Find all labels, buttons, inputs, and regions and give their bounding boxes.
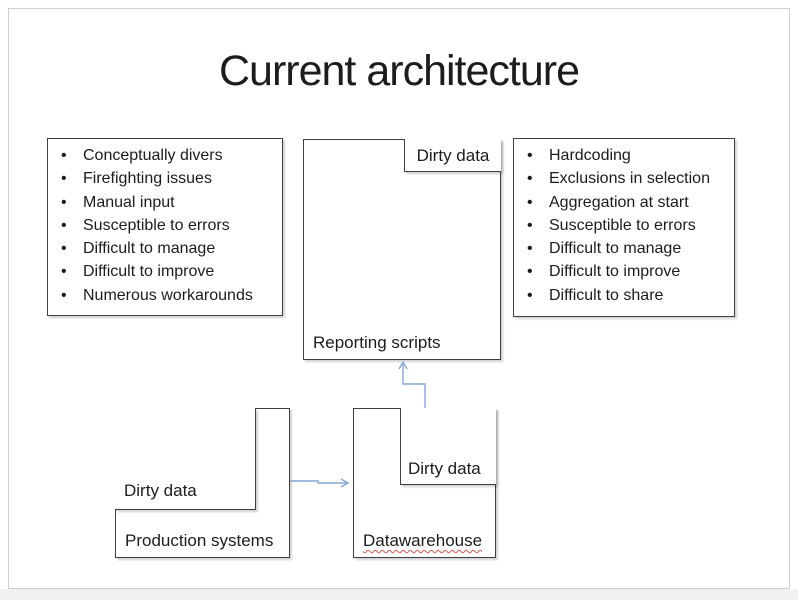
bullet-list: Conceptually divers Firefighting issues … bbox=[48, 139, 282, 307]
dirty-data-label: Dirty data bbox=[408, 459, 481, 478]
reporting-scripts-label: Reporting scripts bbox=[313, 333, 441, 352]
list-item: Aggregation at start bbox=[527, 191, 730, 215]
dirty-data-tag-reporting: Dirty data bbox=[404, 139, 501, 172]
production-systems-box: Dirty data Production systems bbox=[115, 408, 290, 558]
list-item: Hardcoding bbox=[527, 144, 730, 168]
production-issues-panel: Conceptually divers Firefighting issues … bbox=[47, 138, 283, 316]
list-item: Difficult to manage bbox=[61, 237, 278, 261]
list-item: Numerous workarounds bbox=[61, 284, 278, 308]
list-item: Susceptible to errors bbox=[527, 214, 730, 238]
reporting-scripts-box: Dirty data Reporting scripts bbox=[303, 139, 501, 360]
list-item: Firefighting issues bbox=[61, 167, 278, 191]
datawarehouse-label: Datawarehouse bbox=[363, 531, 483, 550]
datawarehouse-box: Dirty data Datawarehouse bbox=[353, 408, 496, 558]
workspace-bottom-band bbox=[0, 589, 798, 600]
dirty-data-label: Dirty data bbox=[124, 481, 197, 500]
list-item: Susceptible to errors bbox=[61, 214, 278, 238]
list-item: Difficult to improve bbox=[527, 260, 730, 284]
slide-title: Current architecture bbox=[219, 47, 580, 95]
list-item: Exclusions in selection bbox=[527, 167, 730, 191]
list-item: Manual input bbox=[61, 191, 278, 215]
dirty-data-box-datawarehouse: Dirty data bbox=[400, 408, 496, 485]
production-systems-label: Production systems bbox=[125, 531, 274, 550]
bullet-list: Hardcoding Exclusions in selection Aggre… bbox=[514, 139, 734, 307]
scripting-issues-panel: Hardcoding Exclusions in selection Aggre… bbox=[513, 138, 735, 317]
list-item: Difficult to share bbox=[527, 284, 730, 308]
list-item: Conceptually divers bbox=[61, 144, 278, 168]
list-item: Difficult to improve bbox=[61, 260, 278, 284]
dirty-data-label: Dirty data bbox=[416, 146, 490, 165]
list-item: Difficult to manage bbox=[527, 237, 730, 261]
dirty-data-box-production: Dirty data bbox=[115, 408, 256, 510]
